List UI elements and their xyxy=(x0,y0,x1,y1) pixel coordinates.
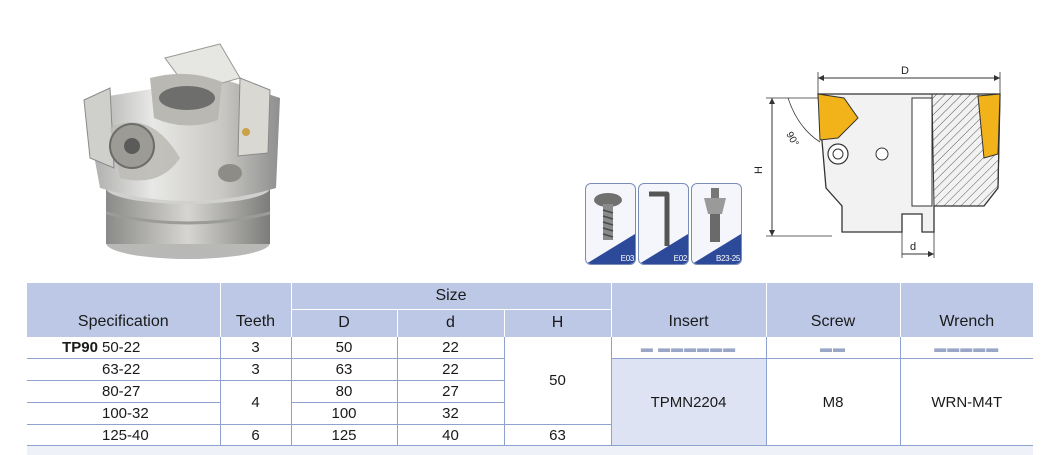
header-D: D xyxy=(290,309,397,337)
dim-D-label: D xyxy=(901,65,909,77)
model-name: TP90 xyxy=(62,339,98,356)
dim-H-label: H xyxy=(753,166,765,174)
spec-table: Specification Teeth Size Insert Screw Wr… xyxy=(27,283,1034,447)
d-cell: 22 xyxy=(396,337,504,359)
teeth-cell: 3 xyxy=(219,358,291,381)
spec-size: 100-32 xyxy=(102,405,149,422)
D-cell: 80 xyxy=(290,380,397,403)
table-row: 125-40 6 125 40 63 xyxy=(27,424,1033,447)
d-cell: 40 xyxy=(396,424,504,447)
angle-label: 90° xyxy=(783,130,800,149)
D-cell: 63 xyxy=(290,358,397,381)
H-cell-group-1: 50 xyxy=(503,337,612,425)
screw-cell: M8 xyxy=(765,358,901,447)
table-continuation-strip xyxy=(27,445,1033,455)
spec-size: 80-27 xyxy=(102,383,141,400)
cutter-photo xyxy=(83,43,280,259)
header-wrench: Wrench xyxy=(899,283,1034,337)
header-d: d xyxy=(396,309,504,337)
teeth-cell: 6 xyxy=(219,424,291,447)
insert-faded-row: ▬ ▬▬▬▬▬▬ xyxy=(610,337,767,359)
header-insert: Insert xyxy=(610,283,767,337)
header-specification: Specification xyxy=(27,283,220,337)
dim-d-label: d xyxy=(910,241,916,253)
D-cell: 100 xyxy=(290,402,397,425)
d-cell: 22 xyxy=(396,358,504,381)
header-screw: Screw xyxy=(765,283,901,337)
accessories-strip: E03 E02 B23-25 xyxy=(585,183,745,267)
insert-cell: TPMN2204 xyxy=(610,358,767,447)
D-cell: 125 xyxy=(290,424,397,447)
d-cell: 27 xyxy=(396,380,504,403)
header-H: H xyxy=(503,309,612,337)
teeth-cell: 3 xyxy=(219,337,291,359)
d-cell: 32 xyxy=(396,402,504,425)
table-row: 80-27 4 80 27 xyxy=(27,380,1033,425)
wrench-faded-row: ▬▬▬▬▬ xyxy=(899,337,1034,359)
screw-faded-row: ▬▬ xyxy=(765,337,901,359)
clamp-accessory-tag: B23-25 xyxy=(716,254,740,263)
header-size: Size xyxy=(290,283,612,310)
table-row: 63-22 3 63 22 TPMN2204 M8 WRN-M4T xyxy=(27,358,1034,447)
clamp-accessory-tile: B23-25 xyxy=(691,183,742,265)
screw-icon xyxy=(586,193,635,264)
wrench-accessory-tag: E02 xyxy=(673,254,688,263)
wrench-cell: WRN-M4T xyxy=(899,358,1034,447)
clamp-screw-icon xyxy=(692,188,741,264)
technical-drawing: D H 90° d xyxy=(753,65,1001,258)
wrench-icon xyxy=(639,191,688,264)
header-teeth: Teeth xyxy=(219,283,291,337)
spec-size: 63-22 xyxy=(102,361,141,378)
D-cell: 50 xyxy=(290,337,397,359)
screw-accessory-tag: E03 xyxy=(620,254,635,263)
screw-accessory-tile: E03 xyxy=(585,183,636,265)
table-row: 100-32 100 32 xyxy=(27,402,1033,425)
spec-size: 125-40 xyxy=(102,427,149,444)
spec-size: 50-22 xyxy=(102,339,141,356)
wrench-accessory-tile: E02 xyxy=(638,183,689,265)
teeth-cell: 4 xyxy=(219,380,291,425)
H-cell-group-2: 63 xyxy=(503,424,612,447)
